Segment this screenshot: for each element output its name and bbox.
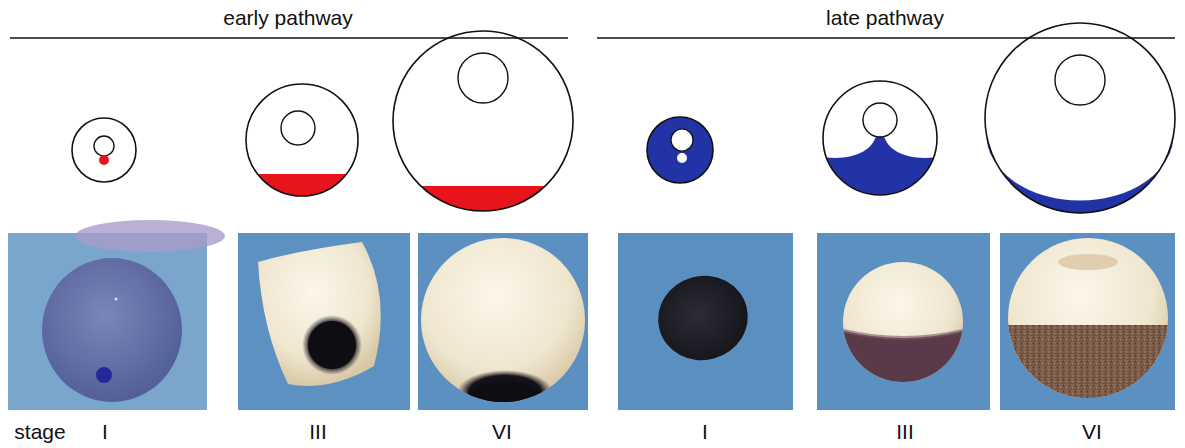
axis-label: stage	[14, 420, 65, 443]
stage-number: I	[702, 420, 708, 443]
stage-number: I	[102, 420, 108, 443]
early-schematics	[72, 31, 573, 211]
photo-panels	[8, 220, 1180, 414]
stage-number: VI	[1082, 420, 1102, 443]
stage-number: III	[896, 420, 914, 443]
stage-number: III	[309, 420, 327, 443]
pathway-heading: early pathway	[223, 6, 353, 29]
pathway-heading: late pathway	[826, 6, 944, 29]
header-rule	[10, 37, 568, 39]
late-schematics	[647, 23, 1175, 213]
stage-number: VI	[492, 420, 512, 443]
header-rule	[597, 37, 1175, 39]
